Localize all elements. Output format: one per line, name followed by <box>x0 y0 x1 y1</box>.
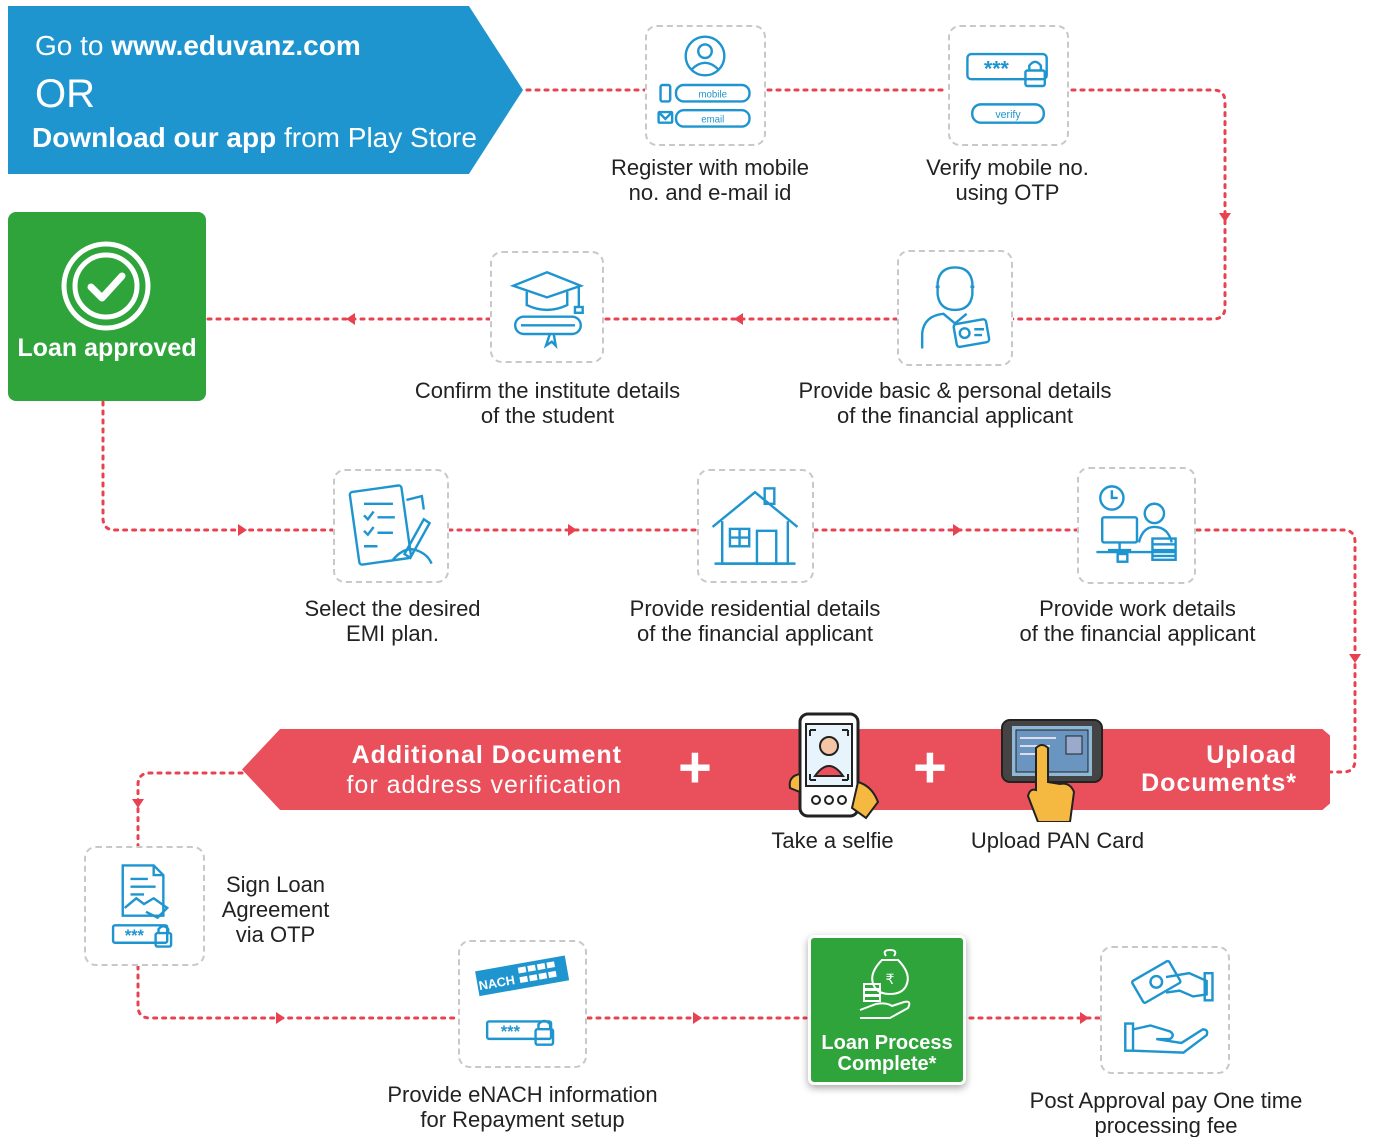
agreement-handshake-icon: *** <box>111 864 173 948</box>
email-field-label: email <box>701 115 724 126</box>
applicant-id-icon <box>920 266 991 349</box>
graduation-cap-icon <box>509 270 585 350</box>
register-form-icon: mobile email <box>657 35 751 128</box>
pan-label: Upload PAN Card <box>970 828 1145 853</box>
upload-documents-bar: Additional Document for address verifica… <box>242 729 1330 810</box>
arrow-right-1 <box>238 524 247 536</box>
banner-website-line: Go to www.eduvanz.com <box>35 30 361 61</box>
work-icon-box <box>1077 467 1196 584</box>
nach-card-icon: NACH *** <box>475 955 570 1046</box>
additional-document-subtitle: for address verification <box>346 771 622 799</box>
upload-documents-title-2: Documents* <box>1141 769 1297 797</box>
register-icon-box: mobile email <box>645 25 766 146</box>
enach-otp-stars: *** <box>501 1023 521 1041</box>
emi-icon-box <box>333 469 449 583</box>
enach-icon-box: NACH *** <box>458 940 587 1068</box>
residential-icon-box <box>697 469 814 583</box>
svg-text:₹: ₹ <box>886 972 895 988</box>
loan-approved-label: Loan approved <box>17 334 197 362</box>
website-link[interactable]: www.eduvanz.com <box>111 30 361 61</box>
arrow-left-2 <box>346 313 355 325</box>
banner-app-line: Download our app from Play Store <box>32 122 477 153</box>
personal-icon-box <box>897 250 1013 366</box>
money-bag-hand-icon: ₹ <box>859 948 911 1019</box>
nach-text: NACH <box>478 973 516 993</box>
connector-bar-sign <box>136 771 244 848</box>
sign-otp-stars: *** <box>125 927 145 945</box>
loan-complete-card: ₹ Loan Process Complete* <box>808 935 966 1085</box>
start-banner[interactable]: Go to www.eduvanz.com OR Download our ap… <box>8 6 523 174</box>
plus-icon: + <box>913 735 947 800</box>
plus-icon: + <box>678 735 712 800</box>
verify-button-label: verify <box>995 109 1021 121</box>
mobile-field-label: mobile <box>699 90 727 101</box>
sign-label: Sign Loan Agreement via OTP <box>221 872 330 947</box>
arrow-down-3 <box>132 799 144 808</box>
arrow-right-6 <box>1080 1012 1089 1024</box>
connector-work-upload <box>1195 528 1357 774</box>
arrow-left-1 <box>734 313 743 325</box>
selfie-label: Take a selfie <box>771 828 894 853</box>
arrow-right-4 <box>276 1012 285 1024</box>
house-icon <box>711 487 799 565</box>
office-worker-icon <box>1096 485 1177 563</box>
additional-document-title: Additional Document <box>351 741 622 769</box>
sign-icon-box: *** <box>84 846 205 966</box>
fee-icon-box <box>1100 946 1230 1074</box>
emi-plan-form-icon <box>348 484 433 566</box>
loan-approved-card: Loan approved <box>8 212 206 401</box>
arrow-right-2 <box>568 524 577 536</box>
banner-or: OR <box>35 72 95 116</box>
connector-approved-emi <box>101 400 335 532</box>
upload-documents-title-1: Upload <box>1206 741 1297 769</box>
arrow-down-2 <box>1349 654 1361 663</box>
selfie-phone-icon[interactable] <box>786 712 884 820</box>
institute-icon-box <box>490 251 604 363</box>
arrow-down-1 <box>1219 213 1231 222</box>
loan-complete-line2: Complete* <box>837 1053 937 1075</box>
arrow-right-3 <box>953 524 962 536</box>
payment-hands-icon <box>1124 959 1214 1054</box>
verify-label: Verify mobile no.using OTP <box>926 155 1089 205</box>
pan-card-tablet-icon[interactable] <box>1000 718 1104 822</box>
check-circle-icon <box>61 241 151 331</box>
connector-verify-personal <box>1010 88 1227 321</box>
arrow-right-5 <box>693 1012 702 1024</box>
otp-verify-icon: *** verify <box>966 52 1048 124</box>
otp-stars: *** <box>984 56 1010 80</box>
connector-sign-enach <box>136 964 460 1020</box>
verify-icon-box: *** verify <box>948 25 1069 146</box>
loan-complete-line1: Loan Process <box>821 1032 953 1054</box>
